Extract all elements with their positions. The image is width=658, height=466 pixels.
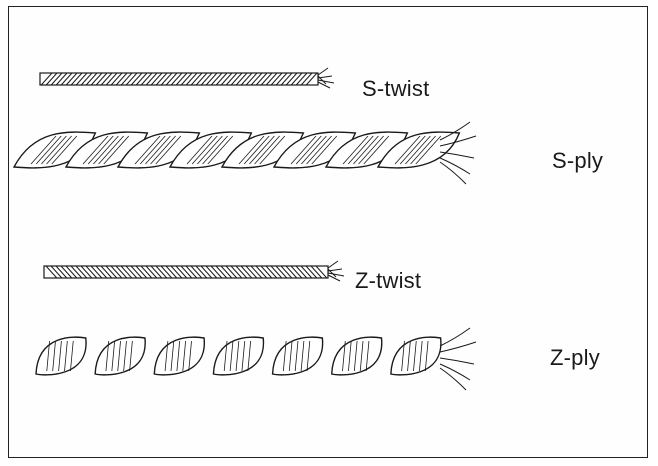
z-ply-fray xyxy=(440,328,470,346)
z-ply-label: Z-ply xyxy=(550,345,600,371)
s-twist-label: S-twist xyxy=(362,76,429,102)
z-ply-fray xyxy=(440,368,466,390)
s-ply-yarn xyxy=(14,122,476,184)
s-twist-fray xyxy=(318,80,334,83)
s-ply-fray xyxy=(440,162,466,184)
z-ply-fray xyxy=(440,364,470,380)
z-twist-label: Z-twist xyxy=(355,268,421,294)
s-twist-fray xyxy=(318,68,328,75)
z-twist-fray xyxy=(328,275,340,281)
z-twist-yarn xyxy=(44,261,344,281)
s-twist-yarn xyxy=(40,68,334,88)
s-ply-label: S-ply xyxy=(552,148,603,174)
s-twist-fray xyxy=(318,82,330,88)
s-ply-fray xyxy=(440,158,470,174)
z-twist-fray xyxy=(328,261,338,268)
s-ply-fray xyxy=(440,152,474,158)
z-ply-fray xyxy=(440,358,474,364)
z-twist-fray xyxy=(328,273,344,276)
z-ply-yarn xyxy=(36,328,476,390)
